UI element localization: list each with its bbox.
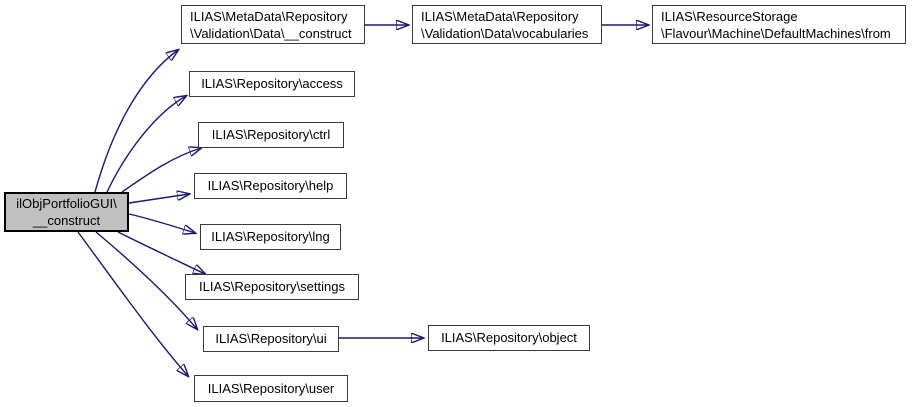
node-label: ILIAS\Repository\lng [211,229,330,244]
node-label: ILIAS\MetaData\Repository \Validation\Da… [421,8,589,41]
node-label: ILIAS\Repository\help [207,178,334,193]
node-repository-ctrl[interactable]: ILIAS\Repository\ctrl [198,122,344,148]
node-repository-user[interactable]: ILIAS\Repository\user [194,375,348,402]
node-label: ILIAS\Repository\ctrl [211,127,331,142]
edge-main-to-user [77,231,188,376]
edge-main-to-help [128,194,189,204]
node-label: ILIAS\Repository\object [441,330,577,345]
node-label: ILIAS\ResourceStorage \Flavour\Machine\D… [661,8,891,41]
node-metadata-validation-data-construct[interactable]: ILIAS\MetaData\Repository \Validation\Da… [181,5,365,44]
node-repository-lng[interactable]: ILIAS\Repository\lng [200,224,341,250]
node-ilobjportfoliogui-construct[interactable]: ilObjPortfolioGUI\ __construct [4,192,129,232]
node-label: ILIAS\Repository\user [207,380,335,396]
edge-main-to-settings [117,231,205,274]
node-label: ILIAS\Repository\ui [215,331,327,346]
node-metadata-validation-data-vocabularies[interactable]: ILIAS\MetaData\Repository \Validation\Da… [412,5,602,44]
node-label: ILIAS\Repository\access [201,76,343,91]
node-label: ILIAS\MetaData\Repository \Validation\Da… [190,8,352,41]
edge-main-to-access [106,96,186,193]
edge-main-to-ctrl [121,148,201,193]
node-resourcestorage-defaultmachines-from[interactable]: ILIAS\ResourceStorage \Flavour\Machine\D… [652,5,906,44]
node-label: ilObjPortfolioGUI\ __construct [16,196,117,228]
node-repository-settings[interactable]: ILIAS\Repository\settings [185,274,359,300]
node-repository-help[interactable]: ILIAS\Repository\help [194,173,347,199]
node-label: ILIAS\Repository\settings [199,279,345,294]
edge-main-to-md-construct [94,50,178,193]
node-repository-object[interactable]: ILIAS\Repository\object [428,325,590,351]
node-repository-access[interactable]: ILIAS\Repository\access [189,71,355,97]
node-repository-ui[interactable]: ILIAS\Repository\ui [203,326,339,352]
edge-main-to-ui [95,231,197,329]
edge-main-to-lng [128,213,195,233]
